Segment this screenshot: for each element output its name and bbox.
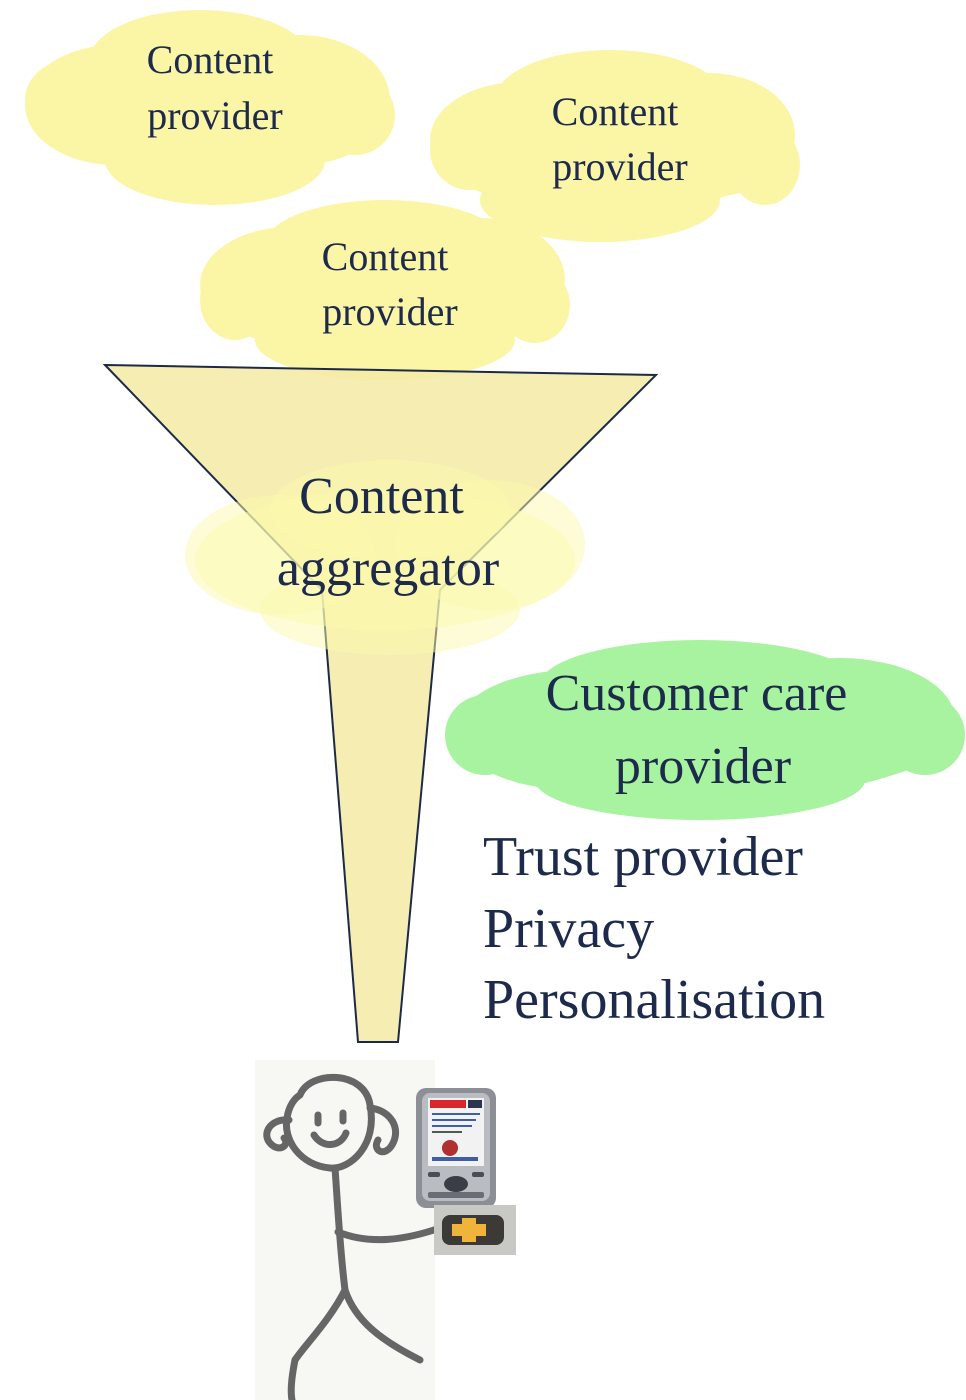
personalisation-label: Personalisation: [483, 969, 825, 1031]
svg-text:Content provider: Content provider: [322, 234, 459, 334]
provider-1-line1: Content: [147, 37, 274, 82]
customer-care-line1: Customer care: [546, 665, 848, 722]
customer-care-cloud: Customer care provider: [445, 640, 965, 820]
stick-figure-icon: [255, 1060, 444, 1400]
provider-1-line2: provider: [147, 93, 283, 138]
customer-care-line2: provider: [615, 738, 791, 795]
aggregator-line2: aggregator: [277, 540, 499, 597]
content-provider-cloud-2: Content provider: [430, 50, 800, 242]
content-provider-cloud-1: Content provider: [25, 10, 395, 205]
trust-services-list: Trust provider Privacy Personalisation: [483, 826, 825, 1031]
content-provider-cloud-3: Content provider: [200, 200, 570, 380]
smart-card-icon: [434, 1205, 516, 1255]
privacy-label: Privacy: [483, 898, 654, 960]
provider-3-line1: Content: [322, 234, 449, 279]
svg-text:Content provider: Content provider: [552, 89, 689, 189]
provider-3-line2: provider: [322, 289, 458, 334]
mobile-phone-icon: [416, 1088, 496, 1208]
provider-2-line1: Content: [552, 89, 679, 134]
svg-text:Content aggregator: Content aggregator: [277, 468, 499, 597]
aggregator-line1: Content: [299, 468, 464, 525]
svg-text:Content provider: Content provider: [147, 37, 284, 138]
provider-2-line2: provider: [552, 144, 688, 189]
trust-provider-label: Trust provider: [483, 826, 803, 888]
svg-text:Customer care provider: Customer care provider: [546, 665, 861, 795]
content-aggregator-cloud: [185, 460, 585, 655]
